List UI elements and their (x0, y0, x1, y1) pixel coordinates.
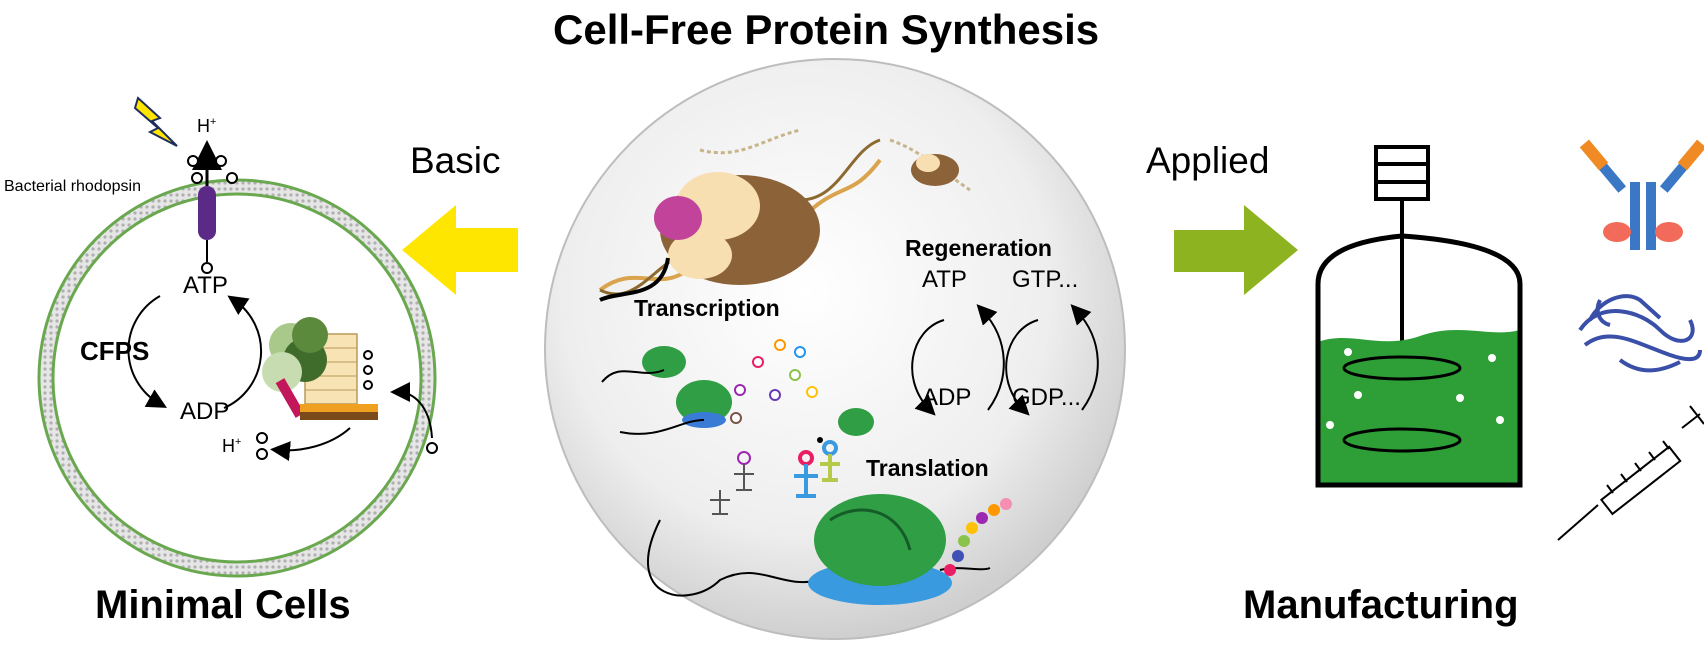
proton-dot (191, 172, 203, 184)
small-ribosome (676, 380, 732, 424)
regeneration-cycle-arrow (1005, 319, 1039, 416)
proton-dot (201, 262, 213, 274)
minimal-cells-heading: Minimal Cells (95, 583, 351, 627)
impeller-blade (1342, 427, 1462, 453)
bioreactor-motor (1374, 145, 1430, 201)
mrna-strand (599, 257, 670, 302)
cfps-label: CFPS (80, 336, 150, 366)
rhodopsin-label: Bacterial rhodopsin (4, 178, 141, 195)
regeneration-cycle-arrow (976, 304, 1005, 411)
bubble (1344, 348, 1352, 356)
minimal-cell (37, 96, 438, 578)
transcription-label: Transcription (634, 295, 780, 321)
regen-gtp-label: GTP... (1012, 266, 1079, 293)
proton-dot (215, 155, 227, 167)
regen-atp-label: ATP (922, 266, 967, 293)
impeller-blade (1342, 355, 1462, 381)
mrna-strand (601, 369, 665, 383)
small-ribosome (642, 346, 686, 378)
amino-acid-bead (944, 564, 956, 576)
cycle-arrow-adp-to-atp (223, 295, 263, 409)
proton-dot (187, 155, 199, 167)
manufacturing-heading: Manufacturing (1243, 583, 1519, 627)
amino-acid-bead (789, 369, 801, 381)
rna-polymerase-lobe (668, 231, 732, 279)
amino-acid-bead (952, 550, 964, 562)
bubble (1488, 354, 1496, 362)
bioreactor-vessel (1315, 233, 1523, 488)
trna-icon (794, 450, 818, 498)
regen-gdp-label: GDP... (1012, 384, 1081, 411)
proton-label-top: H+ (197, 116, 217, 136)
amino-acid-bead (774, 339, 786, 351)
sigma-factor (654, 196, 702, 240)
applied-arrow (1174, 205, 1298, 295)
trna-icon (734, 451, 754, 491)
bubble (1456, 394, 1464, 402)
bioreactor-icon (1315, 145, 1523, 488)
amino-acid-bead (752, 356, 764, 368)
proton-dot (256, 432, 268, 444)
regeneration-label: Regeneration (905, 235, 1052, 261)
translation-label: Translation (866, 455, 989, 481)
syringe-icon (1557, 405, 1704, 541)
applied-label: Applied (1146, 140, 1270, 181)
amino-acid-bead (976, 512, 988, 524)
amino-acid-bead (769, 389, 781, 401)
basic-arrow (402, 205, 518, 295)
regeneration-cycle-arrow (1070, 304, 1099, 411)
mrna-strand (619, 419, 705, 435)
bioreactor-liquid (1318, 330, 1520, 485)
amino-acid-bead (734, 384, 746, 396)
proton-dot (226, 172, 238, 184)
light-bolt-icon (133, 96, 178, 147)
trna-icon (710, 490, 730, 515)
large-ribosome-groove (829, 508, 912, 551)
large-ribosome (814, 494, 946, 586)
antibody-icon (1579, 139, 1704, 250)
proton-dot (426, 442, 438, 454)
amino-acid-bead (817, 437, 823, 443)
basic-label: Basic (410, 140, 501, 181)
amino-acid-bead (730, 412, 742, 424)
cfps-sphere (544, 58, 1126, 640)
small-polymerase-lobe (916, 154, 940, 172)
diagram-title: Cell-Free Protein Synthesis (553, 6, 1100, 53)
dna-strand (699, 128, 801, 155)
amino-acid-bead (958, 535, 970, 547)
bubble (1354, 391, 1362, 399)
amino-acid-bead (988, 504, 1000, 516)
amino-acid-bead (966, 522, 978, 534)
protein-structure-icon (1578, 294, 1702, 373)
regeneration-cycle-arrow (911, 319, 945, 416)
amino-acid-bead (1000, 498, 1012, 510)
cell-atp-label: ATP (183, 272, 228, 299)
mrna-strand (647, 519, 821, 597)
proton-import-arrow (390, 382, 433, 439)
cycle-arrow-atp-to-adp (127, 295, 167, 408)
proton-label-bottom: H+ (222, 436, 242, 456)
bubble (1326, 421, 1334, 429)
rhodopsin-protein (198, 186, 216, 240)
cell-membrane-inner (51, 192, 423, 564)
proton-release-arrow (270, 427, 351, 462)
atp-synthase-icon (262, 317, 378, 420)
bubble (1496, 416, 1504, 424)
cell-adp-label: ADP (180, 398, 230, 425)
small-ribosome (838, 408, 874, 436)
amino-acid-bead (794, 346, 806, 358)
regen-adp-label: ADP (922, 384, 972, 411)
trna-icon (820, 440, 840, 482)
proton-dot (256, 448, 268, 460)
amino-acid-bead (806, 386, 818, 398)
